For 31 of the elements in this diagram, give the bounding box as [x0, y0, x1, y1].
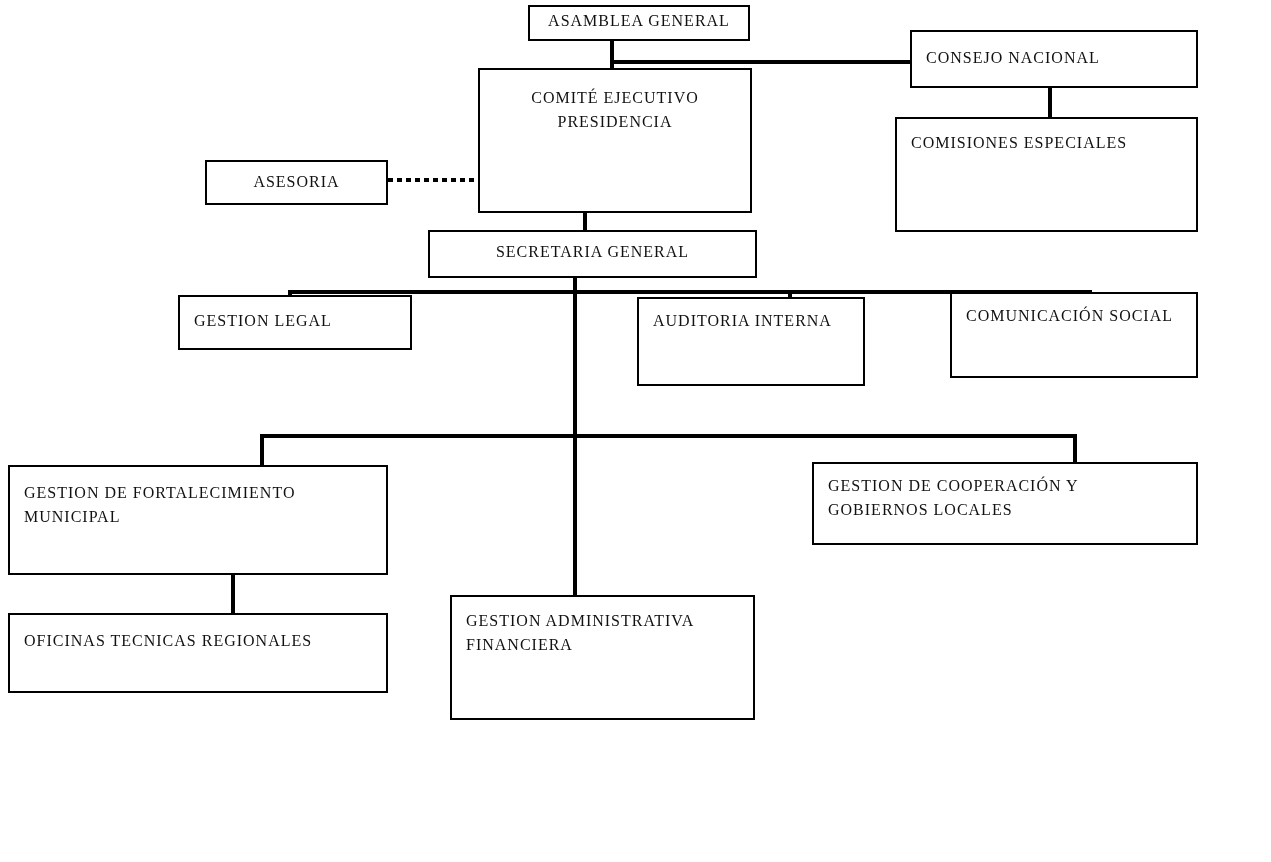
org-box — [895, 117, 1198, 232]
box-label: GESTION ADMINISTRATIVA FINANCIERA — [466, 611, 695, 655]
box-label: CONSEJO NACIONAL — [926, 48, 1101, 68]
box-label: COMUNICACIÓN SOCIAL — [966, 305, 1174, 326]
org-box — [478, 68, 752, 213]
org-box — [950, 292, 1198, 378]
connector-line — [1048, 88, 1052, 117]
org-box — [178, 295, 412, 350]
org-box — [8, 613, 388, 693]
connector-line — [583, 213, 587, 230]
box-label: GESTION DE FORTALECIMIENTO MUNICIPAL — [24, 483, 297, 527]
box-label: ASESORIA — [252, 172, 341, 192]
org-box — [8, 465, 388, 575]
box-label: SECRETARIA GENERAL — [494, 242, 691, 262]
box-label: COMITÉ EJECUTIVO PRESIDENCIA — [530, 87, 700, 132]
connector-line — [231, 575, 235, 613]
org-box — [910, 30, 1198, 88]
box-label: GESTION DE COOPERACIÓN Y GOBIERNOS LOCALES — [828, 475, 1079, 520]
org-box — [428, 230, 757, 278]
org-box — [205, 160, 388, 205]
connector-line — [610, 41, 910, 64]
box-label: ASAMBLEA GENERAL — [547, 11, 731, 31]
org-box — [637, 297, 865, 386]
box-label: GESTION LEGAL — [194, 311, 333, 331]
box-label: COMISIONES ESPECIALES — [911, 133, 1129, 153]
org-box — [450, 595, 755, 720]
box-label: AUDITORIA INTERNA — [653, 311, 833, 331]
org-box — [812, 462, 1198, 545]
org-box — [528, 5, 750, 41]
box-label: OFICINAS TECNICAS REGIONALES — [24, 631, 314, 651]
connector-line — [573, 278, 577, 595]
